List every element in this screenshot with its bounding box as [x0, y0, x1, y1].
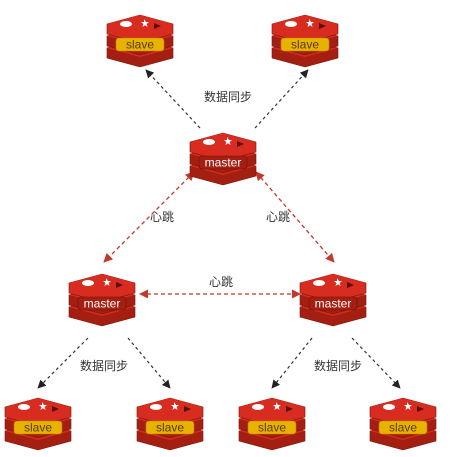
- master-band: [308, 296, 358, 311]
- node-layer-top: [107, 15, 173, 33]
- slave-label: slave: [389, 421, 417, 435]
- master-label: master: [84, 297, 121, 311]
- node-slave-bottom-2: slave: [136, 397, 204, 451]
- slave-band: [13, 420, 63, 435]
- slave-band: [378, 420, 428, 435]
- redis-logo-icon: [18, 402, 59, 412]
- node-slave-bottom-3: slave: [238, 397, 306, 451]
- slave-band: [247, 420, 297, 435]
- node-master-top: master: [189, 132, 257, 186]
- redis-logo-icon: [203, 137, 244, 147]
- slave-band: [145, 420, 195, 435]
- heartbeat-edges: [103, 171, 335, 299]
- sync-edge-bottom-2: [127, 337, 171, 389]
- slave-band: [115, 37, 165, 52]
- master-band: [198, 155, 248, 170]
- slave-label: slave: [24, 421, 52, 435]
- node-layer-top: [190, 133, 256, 151]
- redis-logo-icon: [313, 278, 354, 288]
- node-layer-top: [370, 398, 436, 416]
- heartbeat-edge-right: [255, 171, 335, 263]
- node-slave-top-left: slave: [106, 14, 174, 68]
- redis-logo-icon: [150, 402, 191, 412]
- redis-logo-icon: [82, 278, 123, 288]
- node-layer-top: [239, 398, 305, 416]
- node-master-right: master: [299, 273, 367, 327]
- master-label: master: [205, 156, 242, 170]
- sync-edge-bottom-3: [271, 337, 313, 389]
- node-layer-top: [272, 15, 338, 33]
- master-label: master: [315, 297, 352, 311]
- redis-nodes: slave slave master master master slave slave sl…: [4, 14, 437, 451]
- edge-label-heartbeat-middle: 心跳: [209, 275, 233, 289]
- node-master-left: master: [68, 273, 136, 327]
- edge-label-heartbeat-left: 心跳: [150, 210, 174, 224]
- slave-label: slave: [156, 421, 184, 435]
- slave-label: slave: [291, 38, 319, 52]
- master-band: [77, 296, 127, 311]
- sync-edges: [37, 69, 401, 389]
- redis-logo-icon: [285, 19, 326, 29]
- node-layer-top: [69, 274, 135, 292]
- edge-label-heartbeat-right: 心跳: [266, 210, 290, 224]
- edge-label-sync-bottom-left: 数据同步: [80, 358, 128, 373]
- node-layer-top: [300, 274, 366, 292]
- node-layer-top: [5, 398, 71, 416]
- slave-label: slave: [258, 421, 286, 435]
- node-slave-top-right: slave: [271, 14, 339, 68]
- edge-label-sync-top: 数据同步: [204, 89, 252, 104]
- slave-label: slave: [126, 38, 154, 52]
- redis-logo-icon: [383, 402, 424, 412]
- redis-logo-icon: [252, 402, 293, 412]
- heartbeat-edge-left: [103, 171, 195, 263]
- edge-labels: 数据同步 心跳 心跳 心跳 数据同步 数据同步: [80, 89, 362, 373]
- sync-edge-top-right: [254, 69, 309, 129]
- edge-label-sync-bottom-right: 数据同步: [314, 358, 362, 373]
- node-slave-bottom-4: slave: [369, 397, 437, 451]
- node-slave-bottom-1: slave: [4, 397, 72, 451]
- sync-edge-top-left: [145, 69, 201, 129]
- slave-band: [280, 37, 330, 52]
- redis-logo-icon: [120, 19, 161, 29]
- node-layer-top: [137, 398, 203, 416]
